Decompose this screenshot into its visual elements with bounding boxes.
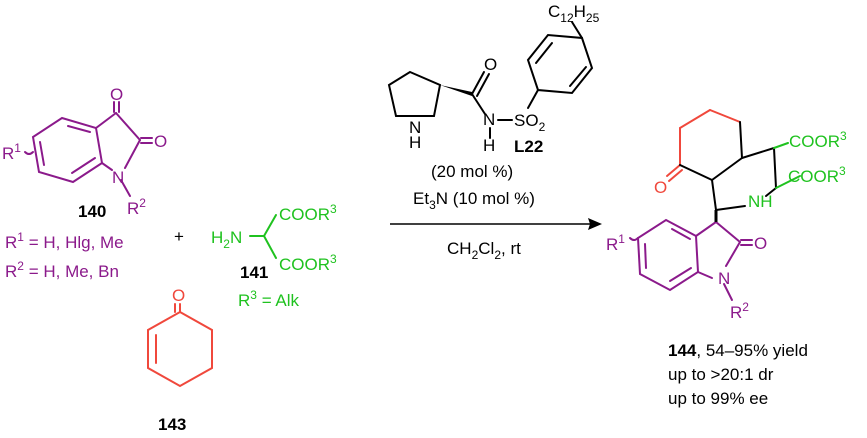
product-r2: R2 xyxy=(730,300,749,322)
product-ester-top: COOR3 xyxy=(789,129,847,151)
product-o-lactam: O xyxy=(754,234,767,253)
catalyst-loading: (20 mol %) xyxy=(431,162,513,181)
product-ester-bonds xyxy=(773,142,801,189)
reaction-arrow xyxy=(390,218,602,230)
aminomalonate-141-structure xyxy=(249,214,277,259)
aminomalonate-h2n: H2N xyxy=(211,228,242,251)
compound-143-label: 143 xyxy=(158,415,186,434)
product-n-lactam: N xyxy=(718,269,730,288)
product-nh: NH xyxy=(748,192,773,211)
product-r1: R1 xyxy=(606,232,625,254)
plus-sign: + xyxy=(174,227,184,246)
catalyst-h-amide: H xyxy=(483,136,495,155)
product-ester-bottom: COOR3 xyxy=(788,164,846,186)
product-oxindole-part xyxy=(629,218,753,301)
catalyst-n-ring: N xyxy=(409,118,421,137)
catalyst-h-ring: H xyxy=(409,133,421,152)
compound-140-label: 140 xyxy=(78,202,106,221)
isatin-o-right: O xyxy=(154,132,167,151)
isatin-r2: R2 xyxy=(127,196,146,218)
catalyst-so2: SO2 xyxy=(514,111,546,134)
product-summary-line1: 144, 54–95% yield xyxy=(668,341,808,360)
r2-definition: R2 = H, Me, Bn xyxy=(5,259,119,281)
product-o-ketone: O xyxy=(654,178,667,197)
cyclohexenone-143-structure xyxy=(147,303,213,388)
r3-definition: R3 = Alk xyxy=(238,288,300,310)
solvent-condition: CH2Cl2, rt xyxy=(447,239,521,262)
isatin-o-top: O xyxy=(110,85,123,104)
catalyst-o: O xyxy=(484,55,497,74)
product-summary-line2: up to >20:1 dr xyxy=(668,365,774,384)
catalyst-l22-structure xyxy=(387,21,594,139)
catalyst-l22-label: L22 xyxy=(514,137,543,156)
isatin-n: N xyxy=(112,168,124,187)
product-pyrrolidine-part xyxy=(679,121,777,211)
product-summary-line3: up to 99% ee xyxy=(668,389,768,408)
isatin-r1: R1 xyxy=(2,141,21,163)
r1-definition: R1 = H, Hlg, Me xyxy=(5,230,124,252)
cyclohexenone-o: O xyxy=(172,286,185,305)
aminomalonate-ester-bottom: COOR3 xyxy=(279,252,337,274)
compound-141-label: 141 xyxy=(240,263,268,282)
catalyst-n-amide: N xyxy=(483,110,495,129)
base-condition: Et3N (10 mol %) xyxy=(413,189,535,212)
aminomalonate-ester-top: COOR3 xyxy=(279,202,337,224)
product-cyclohexanone-part xyxy=(666,109,741,182)
catalyst-alkyl: C12H25 xyxy=(548,2,600,25)
isatin-140-structure xyxy=(24,101,153,197)
